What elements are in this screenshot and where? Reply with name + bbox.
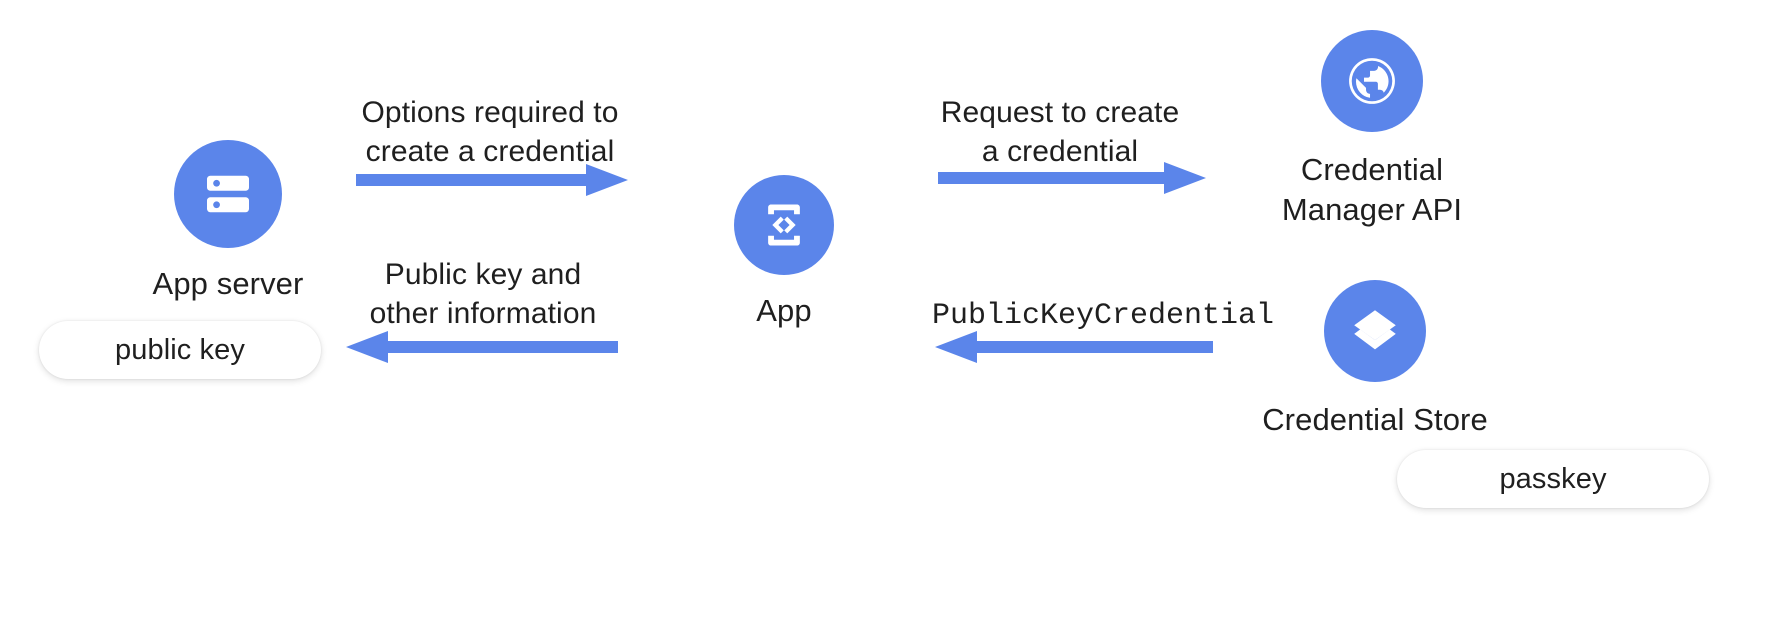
app-code-phone-icon: [768, 204, 800, 246]
app-server-label: App server: [152, 266, 304, 301]
credential-store-label: Credential Store: [1262, 402, 1488, 437]
chip-public-key: public key: [39, 321, 321, 379]
credential-manager-api-circle: [1321, 30, 1423, 132]
caption-public-key-and-other-info: Public key and other information: [369, 258, 597, 330]
globe-icon: [1349, 58, 1395, 104]
chip-passkey-text: passkey: [1499, 462, 1607, 495]
node-app: App: [684, 175, 884, 331]
node-app-server: App server: [128, 140, 328, 304]
caption-request-to-create: Request to create a credential: [940, 96, 1180, 168]
app-circle: [734, 175, 834, 275]
credential-store-circle: [1324, 280, 1426, 382]
server-icon: [207, 175, 249, 213]
chip-passkey: passkey: [1397, 450, 1709, 508]
arrow-app-to-api: [938, 160, 1210, 196]
caption-publickeycredential: PublicKeyCredential: [931, 299, 1275, 333]
arrow-app-to-server: [333, 329, 618, 365]
caption-options-required: Options required to create a credential: [361, 96, 619, 168]
chip-public-key-text: public key: [115, 333, 245, 366]
node-credential-store: Credential Store: [1255, 280, 1495, 440]
arrow-server-to-app: [356, 162, 628, 198]
layers-icon: [1354, 310, 1396, 350]
node-credential-manager-api: Credential Manager API: [1244, 30, 1500, 230]
app-server-circle: [174, 140, 282, 248]
arrow-store-to-app: [923, 329, 1213, 365]
credential-manager-api-label: Credential Manager API: [1281, 152, 1463, 227]
app-label: App: [756, 293, 812, 328]
